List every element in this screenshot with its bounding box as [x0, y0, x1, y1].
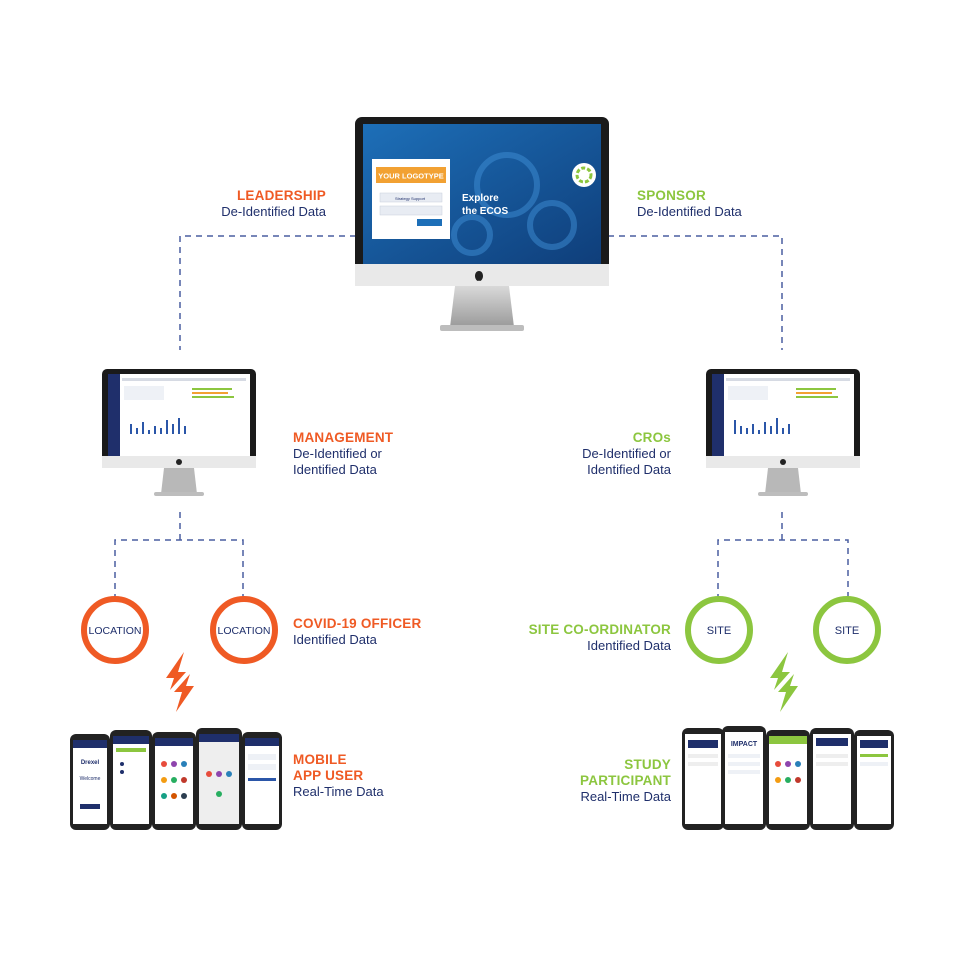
logotype-text: YOUR LOGOTYPE — [378, 172, 443, 181]
location-node-2: LOCATION — [210, 596, 278, 664]
site-label: SITE — [835, 625, 859, 637]
site-label: SITE — [707, 625, 731, 637]
cros-monitor — [706, 369, 860, 496]
site-node-2: SITE — [813, 596, 881, 664]
label-management: MANAGEMENT De-Identified or Identified D… — [293, 430, 453, 478]
site-node-1: SITE — [685, 596, 753, 664]
connector-locations — [114, 539, 244, 600]
welcome-text: Welcome — [80, 776, 101, 782]
location-label: LOCATION — [89, 625, 142, 637]
connector-sites — [717, 539, 849, 600]
label-leadership: LEADERSHIP De-Identified Data — [180, 188, 326, 220]
leadership-data: De-Identified Data — [221, 204, 326, 219]
label-site-coordinator: SITE CO-ORDINATOR Identified Data — [490, 622, 671, 654]
mobile-user-title-2: APP USER — [293, 768, 364, 783]
management-data-1: De-Identified or — [293, 446, 382, 461]
main-monitor: YOUR LOGOTYPE Strategy Support Explore t… — [355, 117, 609, 331]
location-node-1: LOCATION — [81, 596, 149, 664]
cros-title: CROs — [632, 430, 671, 445]
main-headline-2: the ECOS — [462, 206, 508, 217]
drexel-logo-text: Drexel — [81, 760, 100, 766]
leadership-title: LEADERSHIP — [236, 188, 326, 203]
sponsor-data: De-Identified Data — [637, 204, 742, 219]
label-covid-officer: COVID-19 OFFICER Identified Data — [293, 616, 463, 648]
main-headline-1: Explore — [462, 193, 499, 204]
connector-sponsor — [608, 235, 783, 350]
apple-logo-icon — [475, 271, 483, 281]
cros-data-1: De-Identified or — [582, 446, 671, 461]
label-sponsor: SPONSOR De-Identified Data — [637, 188, 797, 220]
site-coordinator-title: SITE CO-ORDINATOR — [528, 622, 671, 637]
mobile-phones-right: IMPACT — [682, 726, 894, 830]
covid-officer-title: COVID-19 OFFICER — [293, 616, 422, 631]
location-label: LOCATION — [218, 625, 271, 637]
cros-data-2: Identified Data — [587, 462, 671, 477]
label-mobile-user: MOBILE APP USER Real-Time Data — [293, 752, 443, 800]
management-data-2: Identified Data — [293, 462, 377, 477]
login-field-1: Strategy Support — [395, 196, 426, 201]
sync-arrows-icon — [770, 652, 798, 712]
label-cros: CROs De-Identified or Identified Data — [510, 430, 671, 478]
sponsor-title: SPONSOR — [637, 188, 706, 203]
connector-leadership — [179, 235, 356, 350]
management-title: MANAGEMENT — [293, 430, 394, 445]
sync-arrows-icon — [166, 652, 194, 712]
management-monitor — [102, 369, 256, 496]
mobile-user-title-1: MOBILE — [293, 752, 347, 767]
impact-logo-text: IMPACT — [731, 741, 758, 748]
label-study-participant: STUDY PARTICIPANT Real-Time Data — [520, 757, 671, 805]
site-coordinator-data: Identified Data — [587, 638, 671, 653]
mobile-phones-left: Drexel Welcome — [70, 728, 282, 830]
apple-logo-icon — [780, 459, 786, 465]
study-participant-title-2: PARTICIPANT — [580, 773, 671, 788]
mobile-user-data: Real-Time Data — [293, 784, 384, 799]
covid-officer-data: Identified Data — [293, 632, 377, 647]
study-participant-title-1: STUDY — [624, 757, 671, 772]
apple-logo-icon — [176, 459, 182, 465]
study-participant-data: Real-Time Data — [580, 789, 671, 804]
